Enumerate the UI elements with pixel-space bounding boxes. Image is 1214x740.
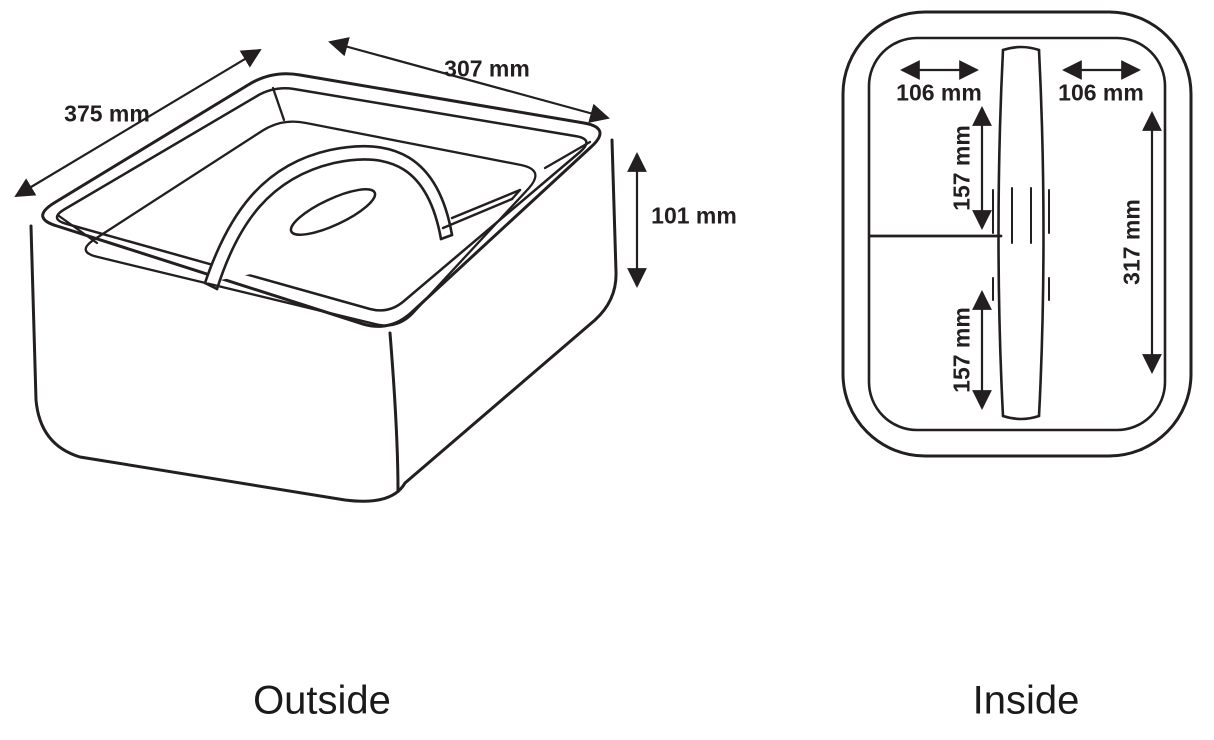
handle-divider-top-right-edge <box>1037 48 1045 418</box>
dimension-label-375: 375 mm <box>64 100 150 127</box>
caption-outside: Outside <box>253 678 391 723</box>
dimension-label-101: 101 mm <box>651 202 737 229</box>
dimension-label-106-left: 106 mm <box>896 79 982 106</box>
cross-divider-top-edge <box>450 188 522 220</box>
dimension-label-157-lower: 157 mm <box>948 307 975 393</box>
handle-divider-front-edge <box>215 158 443 291</box>
tray-corner-seam-left <box>57 214 99 245</box>
handle-slot <box>289 188 377 236</box>
tray-corner-seam-right <box>543 140 592 170</box>
inside-dimension-arrows <box>900 60 1162 410</box>
box-inner-wall <box>867 36 1167 432</box>
box-outer-wall <box>841 10 1193 458</box>
cross-divider-front-edge <box>441 197 514 230</box>
tray-front-corner-edge <box>388 331 400 493</box>
tray-corner-seam-back <box>271 86 286 122</box>
dimension-label-317: 317 mm <box>1118 199 1145 285</box>
cross-divider-end-cap <box>510 188 522 201</box>
handle-divider-left-cap <box>203 281 219 291</box>
handle-divider-right-cap <box>439 233 454 241</box>
inside-drawing <box>841 10 1193 458</box>
outside-drawing <box>29 72 618 503</box>
dimension-arrow-375 <box>14 48 262 198</box>
tray-floor-outline <box>84 120 537 327</box>
tray-body-outline <box>29 138 618 503</box>
dimension-label-106-right: 106 mm <box>1058 79 1144 106</box>
handle-divider-top-cap <box>1001 45 1041 52</box>
caption-inside: Inside <box>972 678 1080 723</box>
outside-dimension-arrows <box>14 37 647 288</box>
handle-divider-top-left-edge <box>997 48 1005 418</box>
dimension-arrow-307 <box>328 37 610 123</box>
handle-divider-bottom-cap <box>1001 414 1041 421</box>
dimension-label-157-upper: 157 mm <box>948 125 975 211</box>
dimension-label-307: 307 mm <box>444 55 530 82</box>
